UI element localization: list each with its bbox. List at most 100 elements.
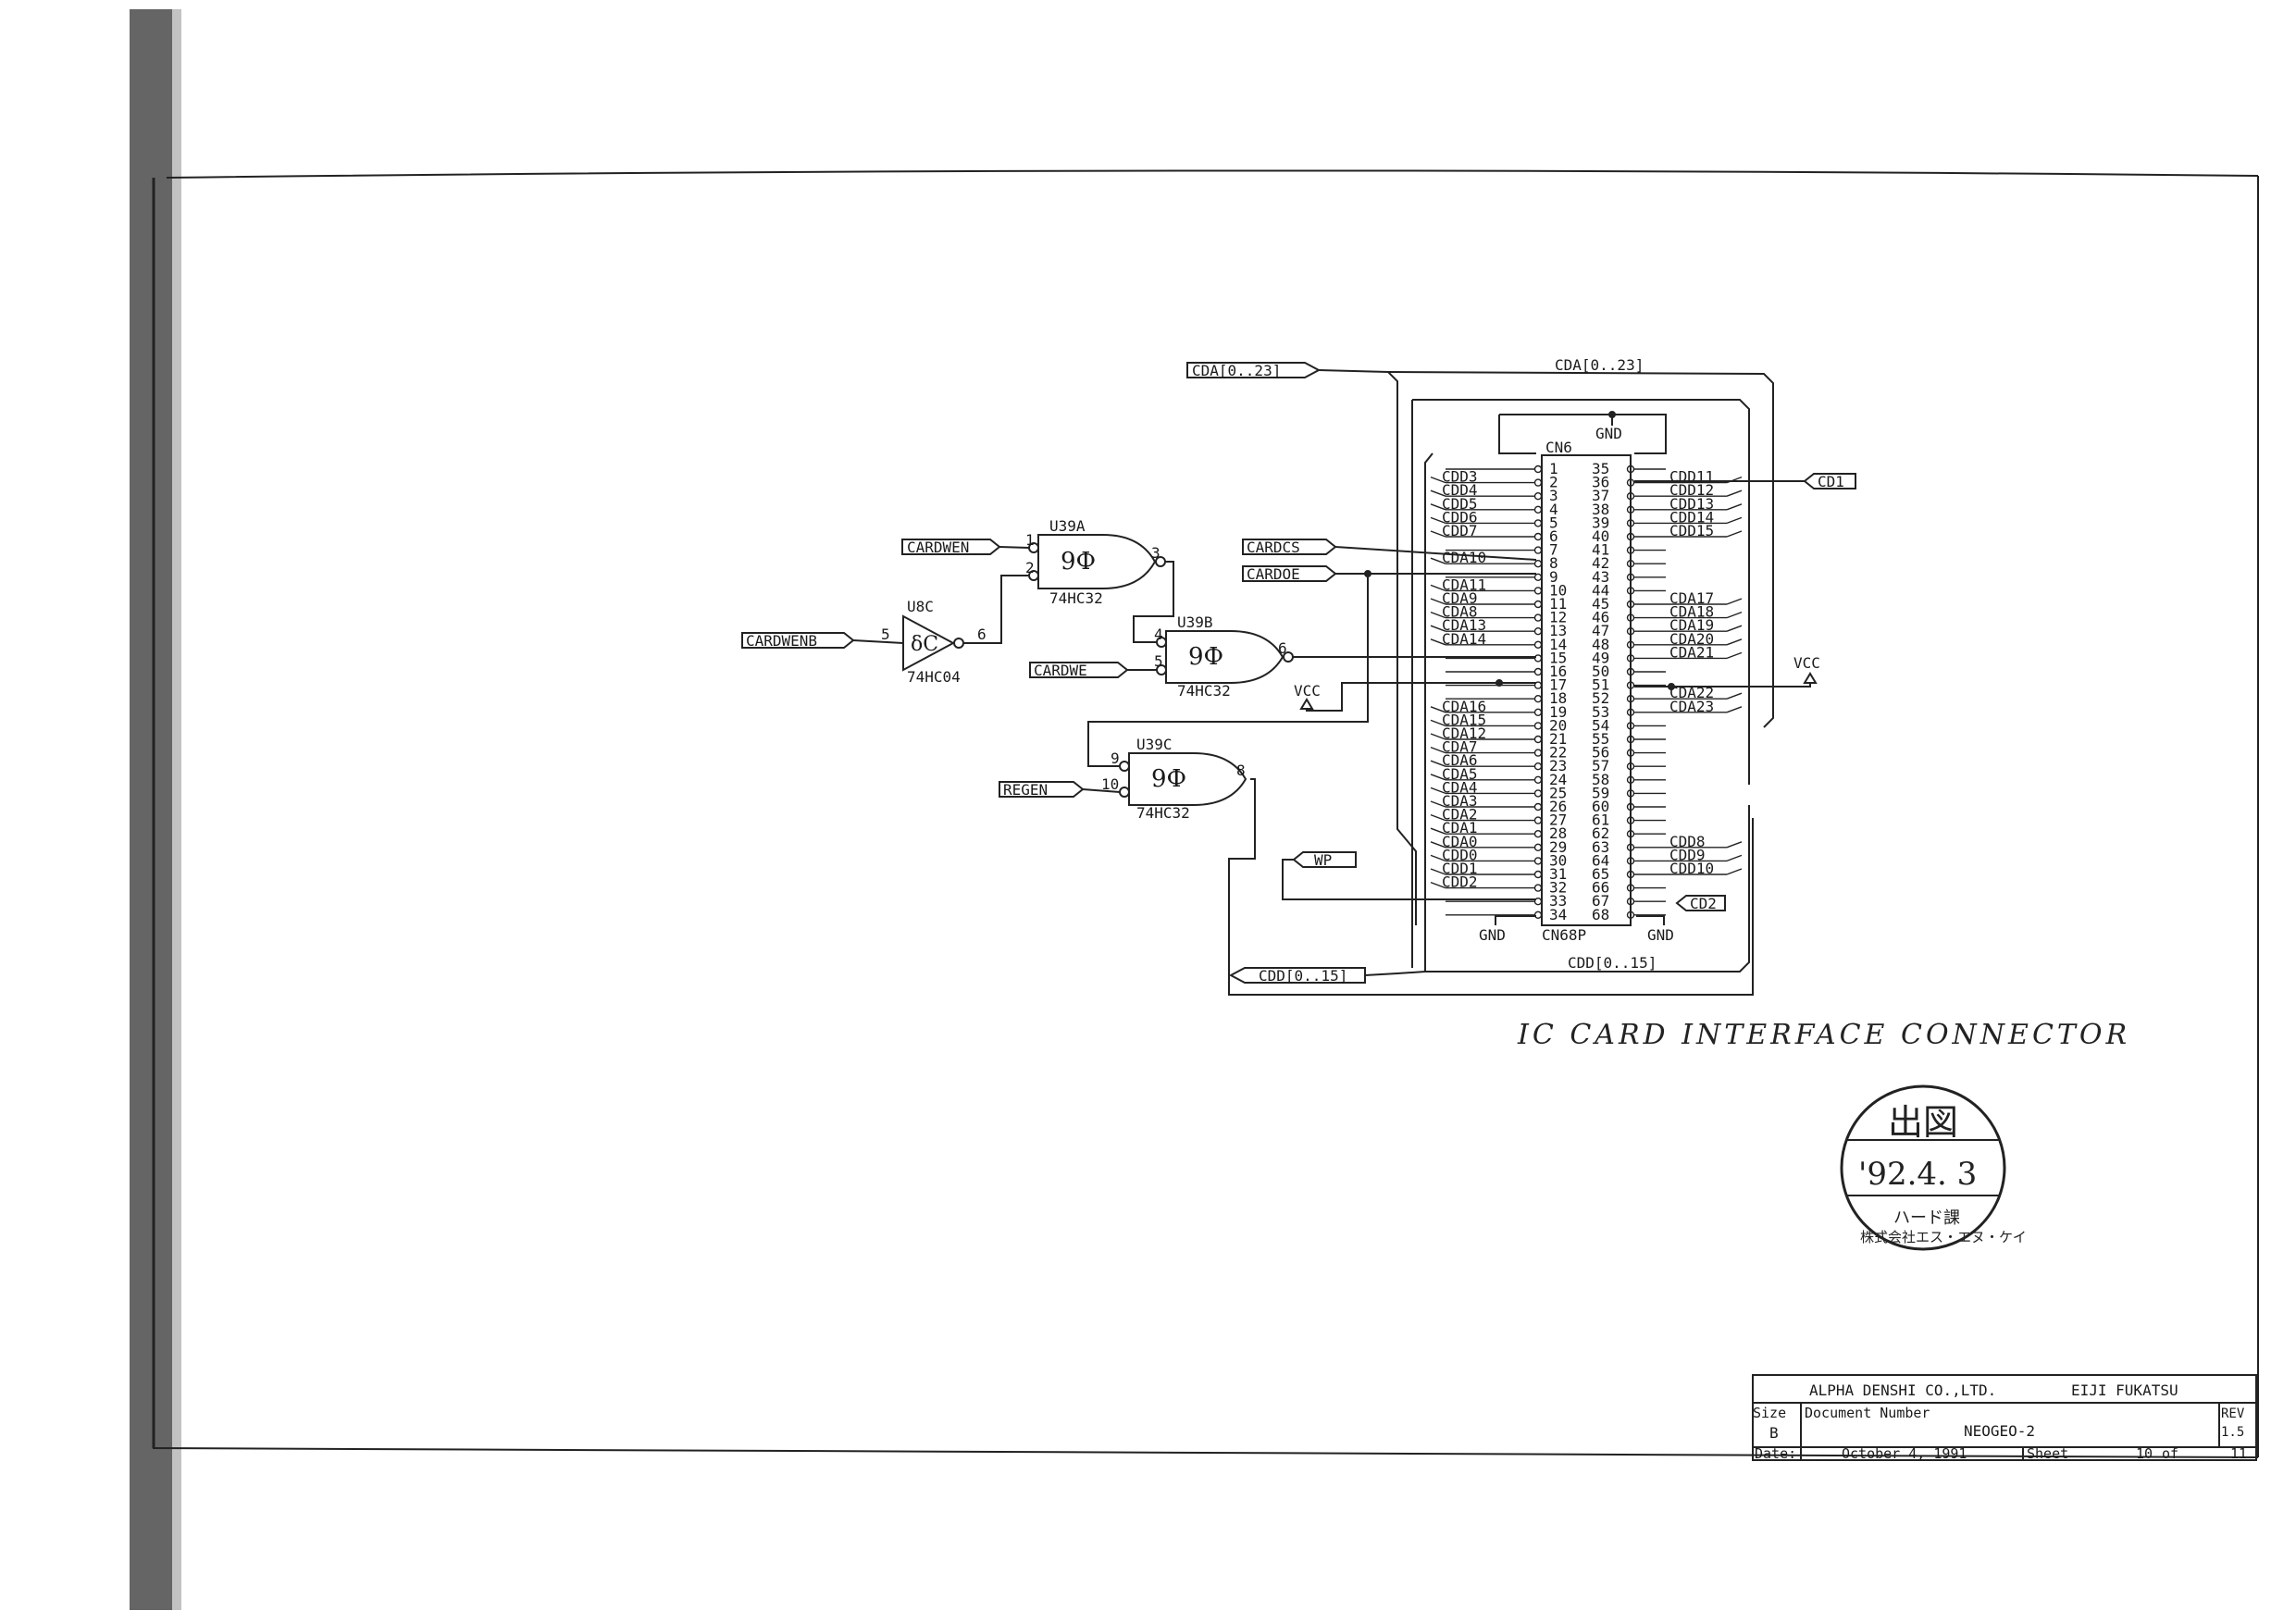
connector-pin-number: 26 [1549, 798, 1567, 815]
connector-pin-bubble [1626, 884, 1635, 892]
connector-pin-number: 58 [1592, 771, 1609, 788]
port-cardwe: CARDWE [1029, 662, 1157, 679]
connector-pin-number: 46 [1592, 609, 1609, 626]
connector-pin-number: 17 [1549, 676, 1567, 694]
connector-signal-label: CDA7 [1442, 738, 1478, 756]
connector-pin-bubble [1626, 492, 1635, 501]
connector-pin-number: 38 [1592, 501, 1609, 518]
connector-pin-number: 32 [1549, 879, 1567, 897]
connector-pin-bubble [1533, 898, 1543, 906]
title-block-rev: 1.5 [2221, 1425, 2244, 1440]
connector-signal-label: CDD14 [1669, 508, 1714, 526]
connector-pin-bubble [1626, 667, 1635, 676]
connector-pin-number: 1 [1549, 460, 1558, 477]
port-label: CD1 [1818, 473, 1844, 490]
bus-entry [1430, 706, 1446, 713]
connector-signal-label: CDD8 [1669, 833, 1706, 850]
connector-pin-bubble [1626, 762, 1635, 771]
bus-entry [1430, 584, 1446, 592]
bus-entry [1430, 557, 1446, 564]
connector-pin-number: 45 [1592, 595, 1609, 613]
pin-number: 5 [1154, 652, 1163, 670]
handwritten-title: IC CARD INTERFACE CONNECTOR [1517, 1019, 2130, 1051]
title-block-of: 11 [2230, 1445, 2247, 1462]
connector-pin-number: 21 [1549, 730, 1567, 748]
connector-pins: 12CDD33CDD44CDD55CDD66CDD778CDA10910CDA1… [1430, 460, 1743, 923]
connector-pin-bubble [1626, 775, 1635, 784]
connector-signal-label: CDA11 [1442, 576, 1486, 593]
connector-pin-number: 55 [1592, 730, 1609, 748]
connector-signal-label: CDA13 [1442, 616, 1486, 634]
port-label: WP [1314, 851, 1332, 869]
connector-signal-label: CDD10 [1669, 860, 1714, 877]
bus-entry [1726, 854, 1743, 862]
connector-pin-number: 25 [1549, 784, 1567, 801]
connector-pin-number: 9 [1549, 568, 1558, 586]
gate-part: 74HC32 [1177, 682, 1231, 700]
pin-number: 2 [1025, 559, 1035, 576]
power-label: VCC [1793, 654, 1820, 672]
port-label: CDD[0..15] [1259, 967, 1347, 985]
connector-pin-number: 59 [1592, 784, 1609, 801]
connector-pin-number: 67 [1592, 892, 1609, 910]
connector-ref: CN6 [1545, 439, 1572, 456]
bus-entry [1430, 760, 1446, 767]
connector-pin-number: 19 [1549, 703, 1567, 721]
connector-signal-label: CDD3 [1442, 468, 1478, 486]
approval-stamp: 出図 '92.4. 3 ハード課 株式会社エス・エヌ・ケイ [1840, 1084, 2027, 1251]
connector-pin-bubble [1533, 722, 1543, 730]
port-label: CD2 [1690, 895, 1717, 912]
connector-pin-number: 65 [1592, 865, 1609, 883]
power-label: VCC [1294, 682, 1321, 700]
bus-entry [1430, 774, 1446, 781]
pin-number: 10 [1101, 775, 1119, 793]
connector-signal-label: CDA8 [1442, 603, 1478, 621]
connector-pin-number: 23 [1549, 757, 1567, 774]
title-block-size-label: Size [1753, 1405, 1786, 1421]
connector-pin-number: 64 [1592, 851, 1609, 869]
connector-pin-number: 12 [1549, 609, 1567, 626]
connector-pin-number: 48 [1592, 636, 1609, 653]
connector-pin-bubble [1626, 505, 1635, 514]
pin-number: 5 [881, 626, 890, 643]
connector-pin-number: 5 [1549, 514, 1558, 531]
connector-pin-bubble [1533, 505, 1543, 514]
stamp-text: 出図 [1888, 1102, 1958, 1143]
bus-entry [1430, 854, 1446, 862]
connector-pin-number: 31 [1549, 865, 1567, 883]
bus-entry [1430, 868, 1446, 875]
connector-pin-bubble [1533, 802, 1543, 812]
connector-pin-number: 39 [1592, 514, 1609, 531]
bus-entry [1430, 800, 1446, 808]
connector-pin-bubble [1533, 627, 1543, 636]
connector-pin-bubble [1533, 560, 1543, 568]
bus-entry [1726, 598, 1743, 605]
title-block: ALPHA DENSHI CO.,LTD. EIJI FUKATSU Size … [1752, 1374, 2257, 1462]
connector-signal-label: CDA10 [1442, 549, 1486, 566]
bus-label: CDA[0..23] [1555, 356, 1644, 374]
connector-pin-bubble [1533, 695, 1543, 703]
gate-u39c: U39C 9Ф 9 10 8 74HC32 [1101, 736, 1247, 822]
connector-pin-bubble [1626, 735, 1635, 744]
bus-entry [1430, 611, 1446, 619]
gate-wires [963, 561, 1754, 996]
bus-entry [1726, 638, 1743, 646]
connector-pin-bubble [1533, 681, 1543, 689]
connector-pin-bubble [1626, 802, 1635, 812]
connector-pin-bubble [1533, 465, 1543, 474]
connector-pin-number: 15 [1549, 649, 1567, 666]
bus-entry [1430, 746, 1446, 754]
connector-pin-bubble [1533, 654, 1543, 663]
bus-entry [1726, 489, 1743, 497]
connector-signal-label: CDD6 [1442, 508, 1478, 526]
connector-pin-number: 20 [1549, 716, 1567, 734]
connector-pin-bubble [1626, 573, 1635, 581]
connector-pin-number: 63 [1592, 838, 1609, 856]
title-block-size: B [1769, 1424, 1779, 1442]
port-label: CARDWENB [746, 632, 817, 650]
pin-number: 9 [1111, 750, 1120, 767]
gate-u39b: U39B 9Ф 4 5 6 74HC32 [1154, 613, 1294, 700]
connector-pin-number: 27 [1549, 812, 1567, 829]
power-label: GND [1479, 926, 1506, 944]
bus-entry [1430, 841, 1446, 849]
